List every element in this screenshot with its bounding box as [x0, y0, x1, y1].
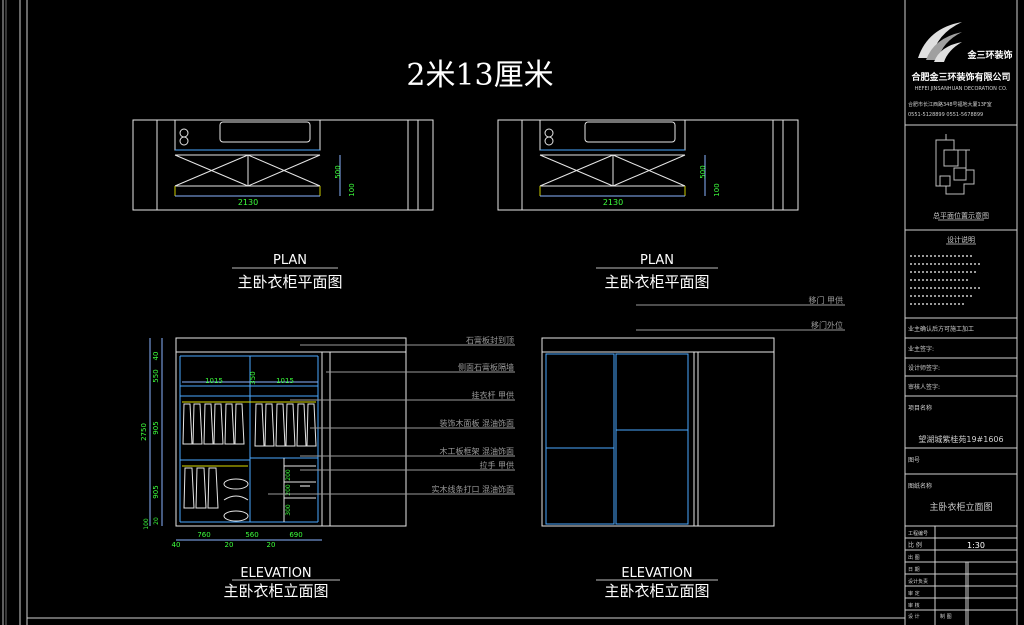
drawing-name: 主卧衣柜立面图: [929, 501, 992, 513]
elev-right-annot-1: 移门 甲供: [808, 295, 843, 305]
reviewer-signature-label: 审核人签字:: [908, 383, 940, 391]
elev-left-bdim-6: 690: [289, 531, 302, 539]
row-label-2: 出 图: [908, 554, 920, 561]
scale-value: 1:30: [967, 541, 985, 550]
plan-2-dim-depth-1: 500: [699, 165, 707, 178]
elev-left-annot-7: 实木线条打口 混油饰面: [431, 484, 514, 494]
company-logo-text: 金三环装饰: [966, 49, 1012, 61]
design-notes-lines: [910, 255, 982, 305]
row-label-5: 审 定: [908, 590, 920, 597]
project-name: 望湖城紫桂苑19#1606: [918, 434, 1003, 444]
row-label-6: 审 核: [908, 602, 920, 609]
elev-left-label-cn: 主卧衣柜立面图: [223, 582, 328, 600]
hanging-clothes-upper: [182, 403, 317, 509]
elev-left-label-en: ELEVATION: [240, 566, 311, 581]
elev-left-annot-1: 石膏板封到顶: [466, 335, 514, 345]
designer-signature-label: 设计师签字:: [908, 364, 940, 372]
plan-1-label-cn: 主卧衣柜平面图: [237, 273, 342, 291]
construction-note: 业主确认后方可施工加工: [908, 325, 974, 333]
elev-left-vdim-5: 20: [153, 517, 160, 525]
elevation-right-drawing: [541, 337, 775, 527]
elev-left-bdim-1: 40: [172, 541, 181, 549]
elev-left-bdim-3: 20: [225, 541, 234, 549]
drawing-name-label: 图纸名称: [908, 482, 932, 490]
elev-left-annot-5: 木工板框架 混油饰面: [439, 446, 514, 456]
plan-view-1: [132, 119, 434, 211]
elev-left-bdim-5: 20: [267, 541, 276, 549]
plan-1-dim-depth-1: 500: [334, 165, 342, 178]
plan-2-dim-depth-2: 100: [713, 183, 721, 196]
elev-left-dim-inner-mid: 350: [249, 371, 257, 384]
elev-left-annot-4: 装饰木面板 混油饰面: [439, 418, 514, 428]
elev-left-vdim-2: 550: [152, 369, 160, 382]
elev-left-dim-inner-1: 1015: [205, 377, 223, 385]
elev-left-vdim-4: 905: [152, 485, 160, 498]
drawing-no-label: 图号: [908, 457, 920, 464]
elev-left-vdim-1: 40: [152, 352, 160, 361]
plan-2-label-cn: 主卧衣柜平面图: [604, 273, 709, 291]
keyplan-drawing: [935, 134, 975, 195]
elev-left-vdim-6: 100: [143, 518, 150, 530]
elev-right-label-cn: 主卧衣柜立面图: [604, 582, 709, 600]
elevation-right-leader-lines: [636, 304, 845, 331]
plan-view-2: [497, 119, 799, 211]
company-phone: 0551-5128899 0551-5678899: [908, 112, 983, 118]
elev-left-bdim-4: 560: [245, 531, 258, 539]
plan-1-dim-width: 2130: [238, 198, 258, 207]
project-name-label: 项目名称: [908, 404, 932, 412]
elev-left-inner-dim-3: 300: [285, 504, 292, 516]
owner-signature-label: 业主签字:: [908, 345, 934, 353]
row-label-1: 工程编号: [908, 530, 928, 537]
elev-left-inner-dim-2: 200: [285, 484, 292, 496]
scale-label: 比 例: [908, 541, 922, 549]
elev-left-inner-dim-1: 200: [285, 469, 292, 481]
row-label-8: 制 图: [940, 613, 952, 620]
company-logo-icon: [918, 22, 962, 62]
row-label-4: 设计负责: [908, 578, 928, 585]
elev-left-bdim-2: 760: [197, 531, 210, 539]
company-address: 合肥市长江西路348号福地大厦13F室: [908, 101, 992, 108]
elev-left-annot-2: 侧面石膏板隔墙: [458, 362, 514, 372]
company-name: 合肥金三环装饰有限公司: [911, 71, 1010, 83]
elevation-left-leader-lines: [268, 344, 515, 495]
plan-2-label-en: PLAN: [640, 253, 674, 268]
shoe-items: [223, 478, 249, 522]
elevation-left-dimensions: [149, 338, 407, 541]
elev-left-annot-6: 拉手 甲供: [479, 460, 514, 470]
elev-left-dim-total-height: 2750: [140, 423, 148, 441]
keyplan-caption: 总平面位置示意图: [933, 211, 989, 220]
row-label-7: 设 计: [908, 613, 920, 620]
elev-left-annot-3: 挂衣杆 甲供: [471, 390, 514, 400]
elev-right-label-en: ELEVATION: [621, 566, 692, 581]
elev-left-dim-inner-2: 1015: [276, 377, 294, 385]
plan-1-dim-depth-2: 100: [348, 183, 356, 196]
elev-left-vdim-3: 905: [152, 421, 160, 434]
design-notes-title: 设计说明: [947, 235, 975, 244]
title-block: [905, 124, 1017, 625]
main-title: 2米13厘米: [406, 58, 553, 93]
row-label-3: 日 期: [908, 567, 920, 573]
plan-2-dim-width: 2130: [603, 198, 623, 207]
company-name-en: HEFEI JINSANHUAN DECORATION CO.: [915, 86, 1008, 92]
plan-1-label-en: PLAN: [273, 253, 307, 268]
elev-right-annot-2: 移门外位: [811, 320, 843, 330]
